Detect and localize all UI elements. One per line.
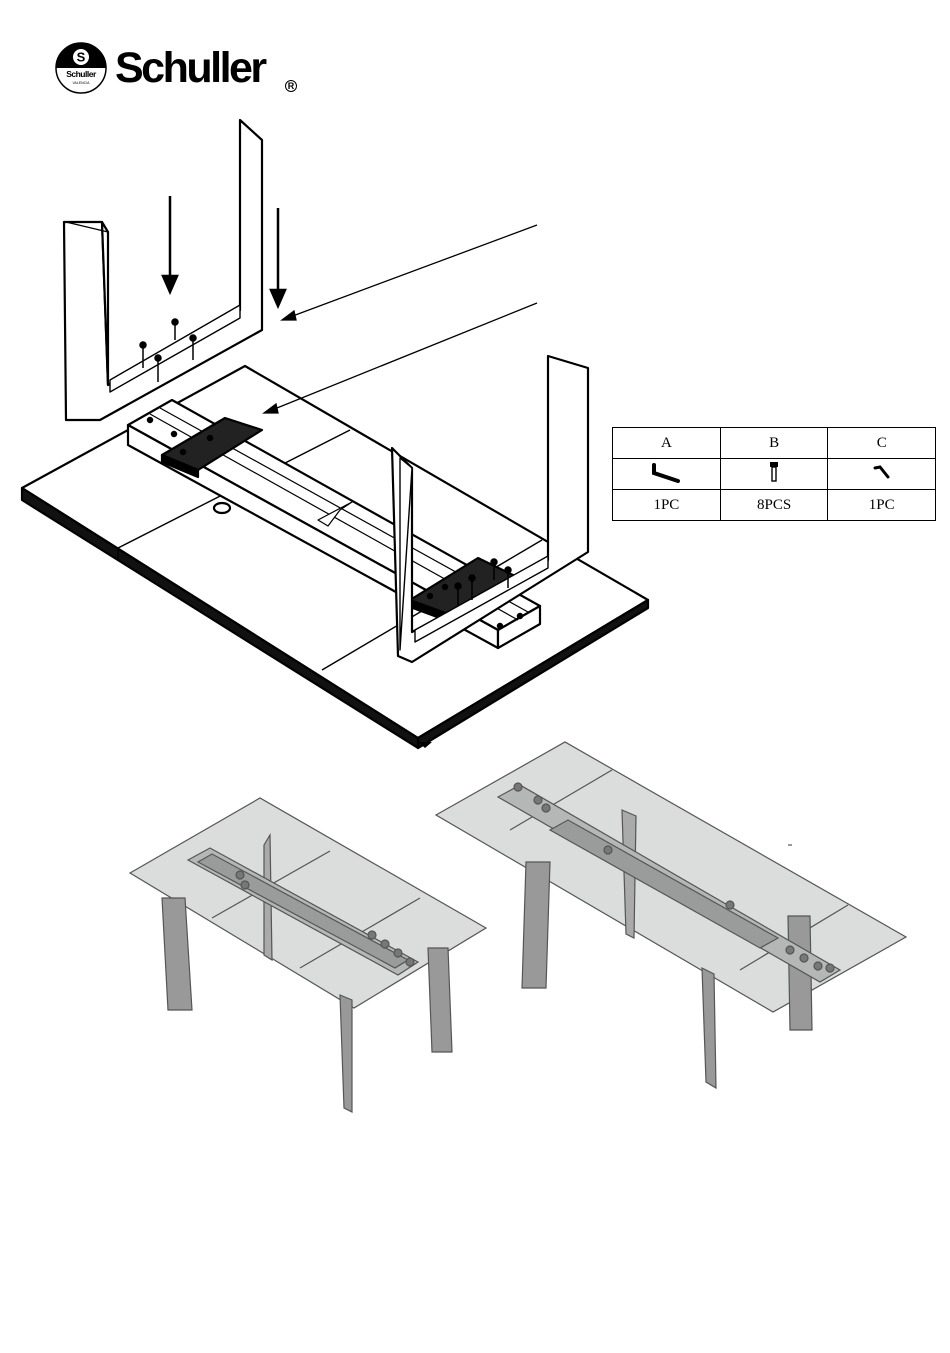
parts-table-quantity: 1PC [828,490,936,521]
parts-table-header-row: A B C [613,428,936,459]
parts-table-quantity: 1PC [613,490,721,521]
brand-logo: S Schuller VALENCIA Schuller R [55,42,305,98]
registered-mark-icon: R [285,80,297,92]
svg-text:Schuller: Schuller [66,69,97,79]
table-view-closed [130,798,486,1112]
allen-key-icon [646,461,686,483]
parts-table-header: C [828,428,936,459]
parts-table-quantity: 8PCS [720,490,828,521]
parts-table-header: A [613,428,721,459]
pointer-lines [264,225,537,413]
assembled-table-views [0,735,950,1125]
parts-table-quantity-row: 1PC 8PCS 1PC [613,490,936,521]
logo-emblem-icon: S Schuller VALENCIA [55,42,107,94]
brand-wordmark: Schuller [115,42,265,94]
direction-arrows [163,196,285,306]
svg-text:VALENCIA: VALENCIA [72,81,90,85]
bolt-icon [767,461,781,483]
parts-table-header: B [720,428,828,459]
small-allen-key-icon [871,463,893,481]
svg-text:S: S [77,50,86,65]
parts-table: A B C 1PC 8PCS 1PC [612,427,936,521]
table-view-extended [436,742,906,1088]
parts-table-icon-row [613,459,936,490]
